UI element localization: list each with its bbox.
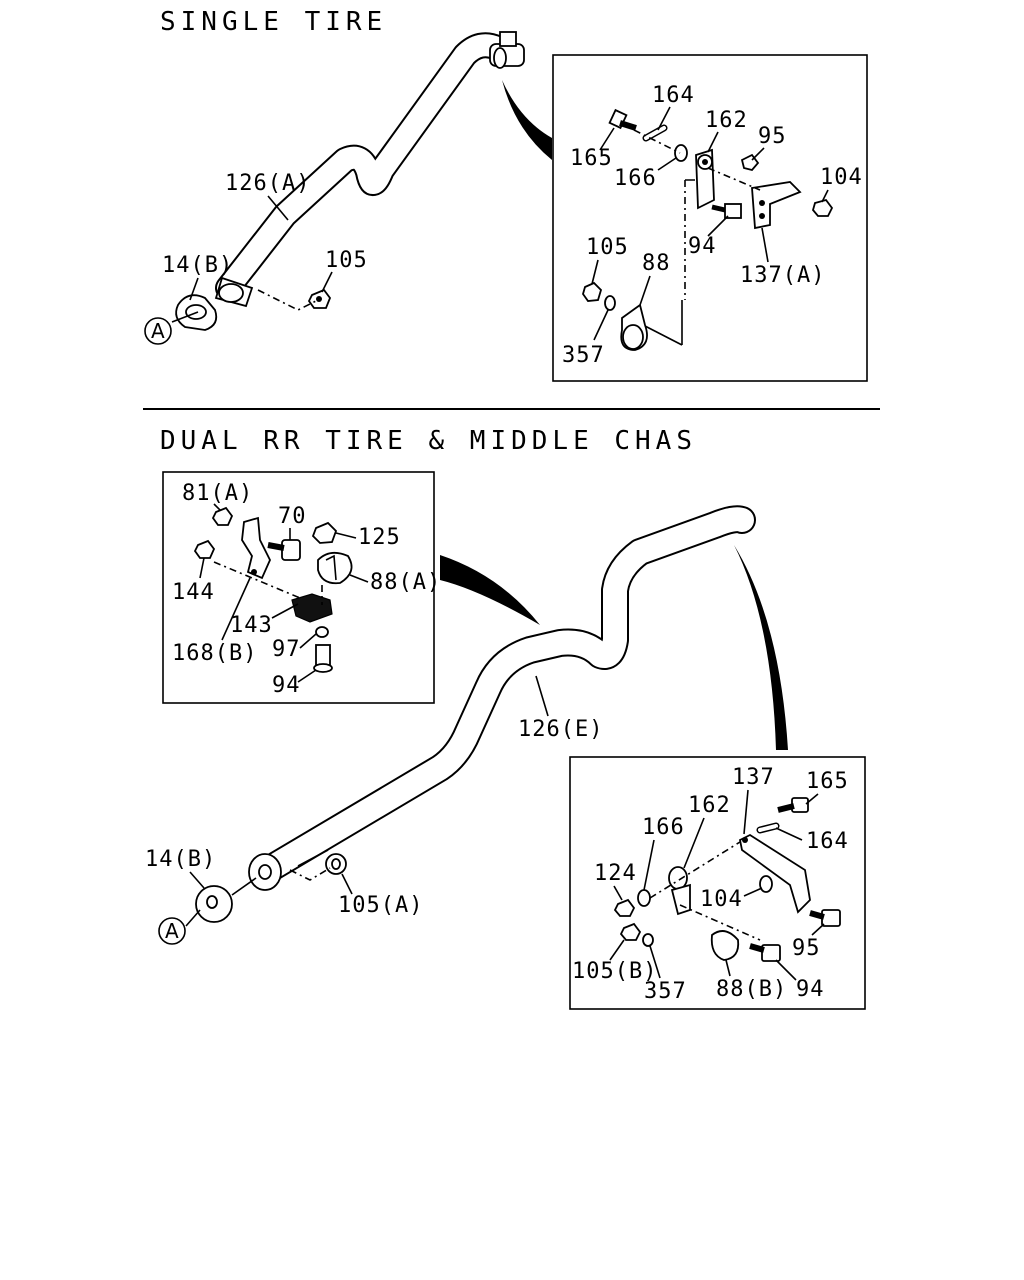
detail-pointer-dual-left bbox=[440, 555, 540, 625]
detail-box-dual-right bbox=[569, 756, 866, 1010]
flange-pipe-end bbox=[214, 276, 254, 308]
label-144: 144 bbox=[172, 580, 215, 605]
label-88a: 88(A) bbox=[370, 570, 441, 595]
label-104-dual: 104 bbox=[700, 887, 743, 912]
label-88b: 88(B) bbox=[716, 977, 787, 1002]
label-95-dual: 95 bbox=[792, 936, 821, 961]
label-97: 97 bbox=[272, 637, 301, 662]
label-164-dual: 164 bbox=[806, 829, 849, 854]
label-357-dual: 357 bbox=[644, 979, 687, 1004]
label-125: 125 bbox=[358, 525, 401, 550]
label-94-dual-right: 94 bbox=[796, 977, 825, 1002]
pipe-126e bbox=[248, 505, 756, 891]
pipe-126a bbox=[215, 31, 525, 301]
section-title-single: SINGLE TIRE bbox=[160, 7, 387, 37]
detail-parts-single bbox=[582, 108, 834, 351]
label-14b-dual: 14(B) bbox=[145, 847, 216, 872]
label-137: 137 bbox=[732, 765, 775, 790]
callout-a-single bbox=[144, 317, 172, 345]
label-95-single: 95 bbox=[758, 124, 787, 149]
label-14b-single: 14(B) bbox=[162, 253, 233, 278]
nut-105 bbox=[307, 288, 332, 309]
label-166-single: 166 bbox=[614, 166, 657, 191]
nut-105a bbox=[325, 853, 347, 875]
callout-a-single-text: A bbox=[151, 319, 165, 343]
label-88-single: 88 bbox=[642, 251, 671, 276]
callout-a-dual bbox=[158, 917, 186, 945]
label-137a: 137(A) bbox=[740, 263, 825, 288]
label-70: 70 bbox=[278, 504, 307, 529]
detail-box-single bbox=[552, 54, 868, 382]
label-165-dual: 165 bbox=[806, 769, 849, 794]
detail-pointer-single bbox=[502, 80, 552, 160]
detail-box-dual-left bbox=[162, 471, 435, 704]
label-162-dual: 162 bbox=[688, 793, 731, 818]
label-164-single: 164 bbox=[652, 83, 695, 108]
label-104-single: 104 bbox=[820, 165, 863, 190]
label-168b: 168(B) bbox=[172, 641, 257, 666]
label-105a: 105(A) bbox=[338, 893, 423, 918]
label-357-single: 357 bbox=[562, 343, 605, 368]
label-126a: 126(A) bbox=[225, 171, 310, 196]
label-81a: 81(A) bbox=[182, 481, 253, 506]
detail-pointer-dual-right bbox=[734, 545, 788, 750]
callout-a-dual-text: A bbox=[165, 919, 179, 943]
label-94-dual-left: 94 bbox=[272, 673, 301, 698]
label-126e: 126(E) bbox=[518, 717, 603, 742]
leader-a-single bbox=[171, 311, 199, 323]
label-165-single: 165 bbox=[570, 146, 613, 171]
label-105-single: 105 bbox=[325, 248, 368, 273]
detail-parts-dual-left bbox=[193, 506, 353, 673]
label-105-detail: 105 bbox=[586, 235, 629, 260]
label-143: 143 bbox=[230, 613, 273, 638]
gasket-14b-dual bbox=[195, 885, 233, 923]
section-title-dual: DUAL RR TIRE & MIDDLE CHAS bbox=[160, 426, 697, 456]
label-162-single: 162 bbox=[705, 108, 748, 133]
label-94-single: 94 bbox=[688, 234, 717, 259]
label-124: 124 bbox=[594, 861, 637, 886]
label-105b: 105(B) bbox=[572, 959, 657, 984]
label-166-dual: 166 bbox=[642, 815, 685, 840]
